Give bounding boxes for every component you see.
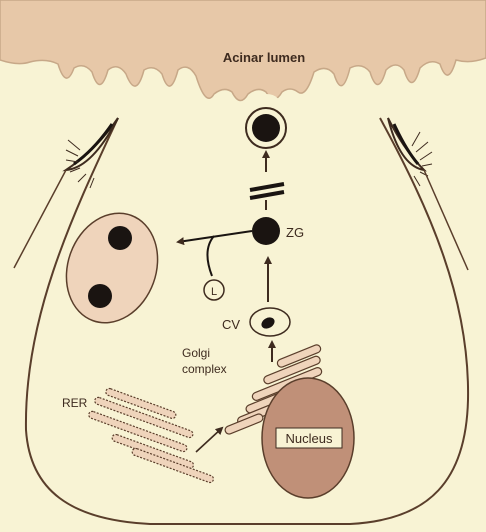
autophagic-vacuole: [65, 212, 159, 324]
condensing-vacuole: [249, 307, 291, 337]
nucleus-label-box: [275, 427, 343, 449]
right-junction: [387, 117, 469, 271]
nucleus-label: Nucleus: [286, 431, 333, 446]
rer-label: RER: [62, 396, 88, 410]
arrow-rer-to-golgi: [195, 426, 224, 453]
lumen-label: Acinar lumen: [223, 50, 305, 65]
exocytosis-granule: [245, 94, 287, 149]
golgi-label-line2: complex: [182, 362, 227, 376]
zymogen-granule: [252, 217, 280, 245]
golgi-label-line1: Golgi: [182, 346, 210, 360]
blocked-pathway-mark: [249, 182, 285, 200]
cv-label: CV: [222, 317, 240, 332]
left-junction: [13, 117, 119, 269]
arrow-to-vacuole: [176, 230, 253, 246]
cell-membrane: [24, 117, 470, 525]
lysosome: [203, 279, 225, 301]
zg-label: ZG: [286, 225, 304, 240]
lysosome-fusion-path: [206, 235, 215, 277]
lysosome-label: L: [211, 286, 217, 298]
acinar-lumen: [0, 0, 486, 102]
rough-endoplasmic-reticulum: [88, 387, 215, 484]
